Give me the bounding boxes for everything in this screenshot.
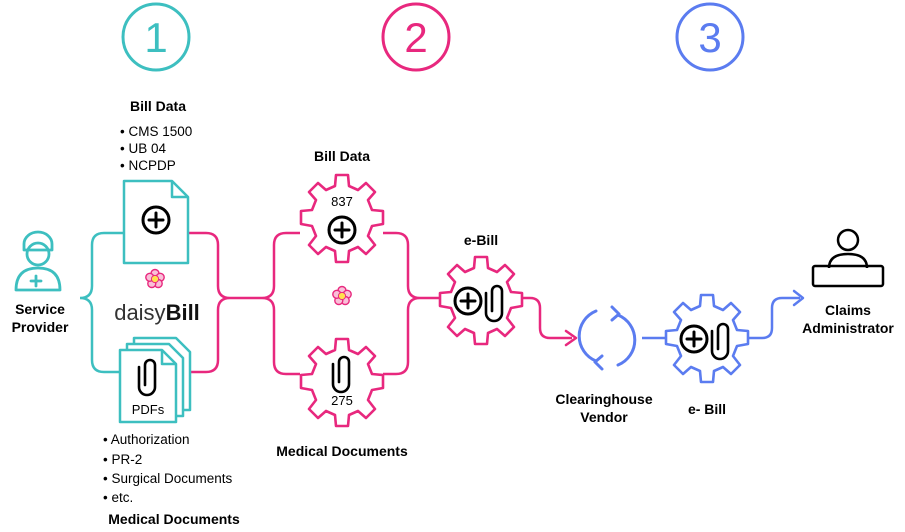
left-bill-data-title: Bill Data xyxy=(130,98,186,114)
daisy-flower-icon xyxy=(145,268,165,289)
list-item: • etc. xyxy=(103,490,133,505)
left-medical-title: Medical Documents xyxy=(108,511,240,527)
claims-line1: Claims xyxy=(825,302,871,318)
gear-275: 275 xyxy=(299,337,385,428)
service-provider-line2: Provider xyxy=(12,319,69,335)
list-item: • NCPDP xyxy=(120,158,176,173)
clearinghouse-line1: Clearinghouse xyxy=(555,391,652,407)
bill-document-icon xyxy=(122,179,190,265)
connector-doc-to-gears xyxy=(188,231,300,376)
pdfs-document-icon: PDFs xyxy=(118,336,192,424)
daisybill-logo: daisyBill xyxy=(114,300,200,325)
step-2-marker: 2 xyxy=(381,2,451,72)
clearinghouse-line2: Vendor xyxy=(580,409,628,425)
list-item: • Surgical Documents xyxy=(103,471,233,486)
circular-arrows-icon xyxy=(577,305,637,371)
list-item: • PR-2 xyxy=(103,452,142,467)
middle-medical-title: Medical Documents xyxy=(276,443,408,459)
daisy-flower-icon xyxy=(332,285,352,306)
gear-ebill xyxy=(438,255,524,346)
step-1-marker: 1 xyxy=(121,2,191,72)
left-bill-data-list: • CMS 1500 • UB 04 • NCPDP xyxy=(120,124,192,173)
step-1-number: 1 xyxy=(144,14,167,61)
step-2-number: 2 xyxy=(404,14,427,61)
person-at-desk-icon xyxy=(811,228,885,288)
arrow-to-clearinghouse xyxy=(521,296,578,347)
nurse-person-icon xyxy=(14,230,62,292)
left-medical-list: • Authorization • PR-2 • Surgical Docume… xyxy=(103,432,233,505)
list-item: • UB 04 xyxy=(120,141,166,156)
gear-icon xyxy=(299,337,385,428)
left-bracket xyxy=(79,231,124,374)
claims-line2: Administrator xyxy=(802,320,894,336)
ebill-label: e-Bill xyxy=(464,232,498,248)
ebill2-label: e- Bill xyxy=(688,401,726,417)
connector-gears-to-ebill xyxy=(383,231,440,376)
step-3-number: 3 xyxy=(698,14,721,61)
gear-code-275: 275 xyxy=(331,393,353,408)
gear-code-837: 837 xyxy=(331,194,353,209)
gear-ebill-2 xyxy=(664,293,750,384)
list-item: • CMS 1500 xyxy=(120,124,192,139)
list-item: • Authorization xyxy=(103,432,190,447)
middle-bill-data-title: Bill Data xyxy=(314,148,370,164)
pdfs-label: PDFs xyxy=(132,402,165,417)
step-3-marker: 3 xyxy=(675,2,745,72)
arrow-to-claims xyxy=(746,289,805,340)
service-provider-line1: Service xyxy=(15,301,65,317)
gear-837: 837 xyxy=(299,173,385,264)
